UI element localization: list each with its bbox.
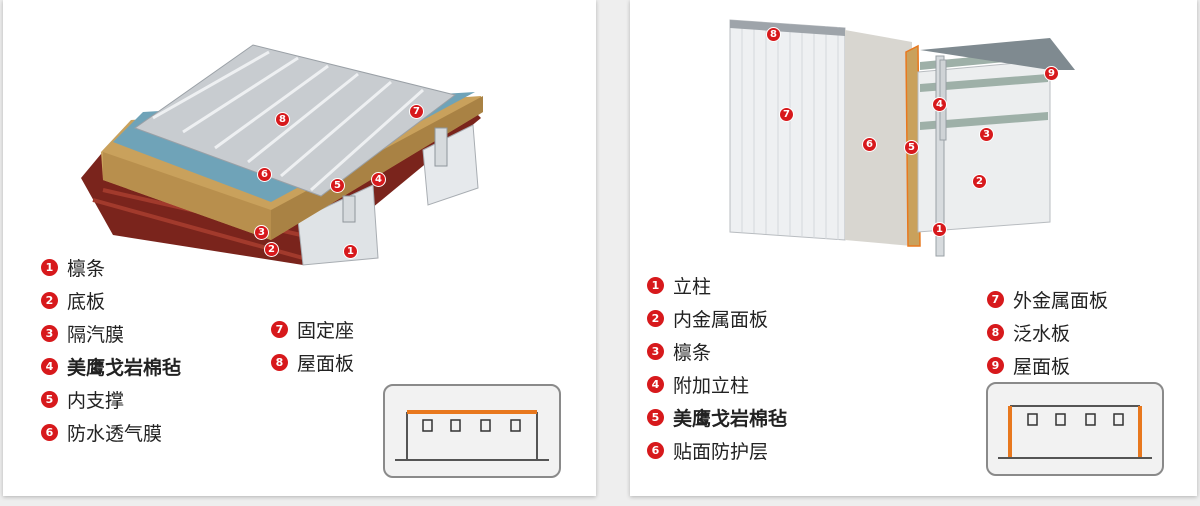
marker-4: 4 <box>371 172 386 187</box>
legend-label: 檩条 <box>67 258 106 280</box>
marker-8: 8 <box>275 112 290 127</box>
roof-highlight-icon <box>395 410 549 461</box>
marker-3: 3 <box>254 225 269 240</box>
wall-illustration <box>729 19 1075 257</box>
building-section-icon <box>986 382 1164 476</box>
legend-label: 隔汽膜 <box>67 324 125 346</box>
legend-label: 底板 <box>67 291 106 313</box>
legend-label: 美鹰戈岩棉毡 <box>67 357 182 379</box>
legend-label: 固定座 <box>297 320 355 342</box>
legend-label: 泛水板 <box>1013 323 1071 345</box>
marker-4: 4 <box>932 97 947 112</box>
legend-label: 附加立柱 <box>673 375 750 397</box>
building-section-icon <box>383 384 561 478</box>
roof-panel-edge <box>920 38 1075 70</box>
marker-7: 7 <box>779 107 794 122</box>
marker-5: 5 <box>330 178 345 193</box>
legend-label: 内金属面板 <box>673 309 769 331</box>
rockwool-side <box>271 96 483 240</box>
inner-metal-panel <box>917 59 1051 233</box>
roof-ribs <box>152 50 424 192</box>
marker-6: 6 <box>257 167 272 182</box>
legend-label: 外金属面板 <box>1013 290 1109 312</box>
legend-label: 屋面板 <box>1013 356 1071 378</box>
legend-label: 贴面防护层 <box>673 441 769 463</box>
column <box>935 55 945 257</box>
marker-8: 8 <box>766 27 781 42</box>
legend-label: 美鹰戈岩棉毡 <box>673 408 788 430</box>
wall-highlight-icon <box>998 405 1152 459</box>
marker-1: 1 <box>343 244 358 259</box>
outer-panel-ribs <box>741 22 839 240</box>
purlin <box>920 74 1048 92</box>
rockwool-front <box>103 152 271 240</box>
legend-label: 立柱 <box>673 276 712 298</box>
marker-2: 2 <box>264 242 279 257</box>
clip <box>434 127 448 167</box>
flashing <box>730 20 845 36</box>
legend-label: 檩条 <box>673 342 712 364</box>
marker-1: 1 <box>932 222 947 237</box>
roof-illustration <box>81 44 483 266</box>
marker-5: 5 <box>904 140 919 155</box>
marker-6: 6 <box>862 137 877 152</box>
legend-label: 防水透气膜 <box>67 423 163 445</box>
purlin <box>920 112 1048 130</box>
legend-label: 屋面板 <box>297 353 355 375</box>
outer-metal-panel <box>729 19 846 241</box>
clip <box>342 195 356 223</box>
marker-3: 3 <box>979 127 994 142</box>
marker-2: 2 <box>972 174 987 189</box>
legend-label: 内支撑 <box>67 390 125 412</box>
facing-layer <box>845 30 912 246</box>
marker-7: 7 <box>409 104 424 119</box>
marker-9: 9 <box>1044 66 1059 81</box>
